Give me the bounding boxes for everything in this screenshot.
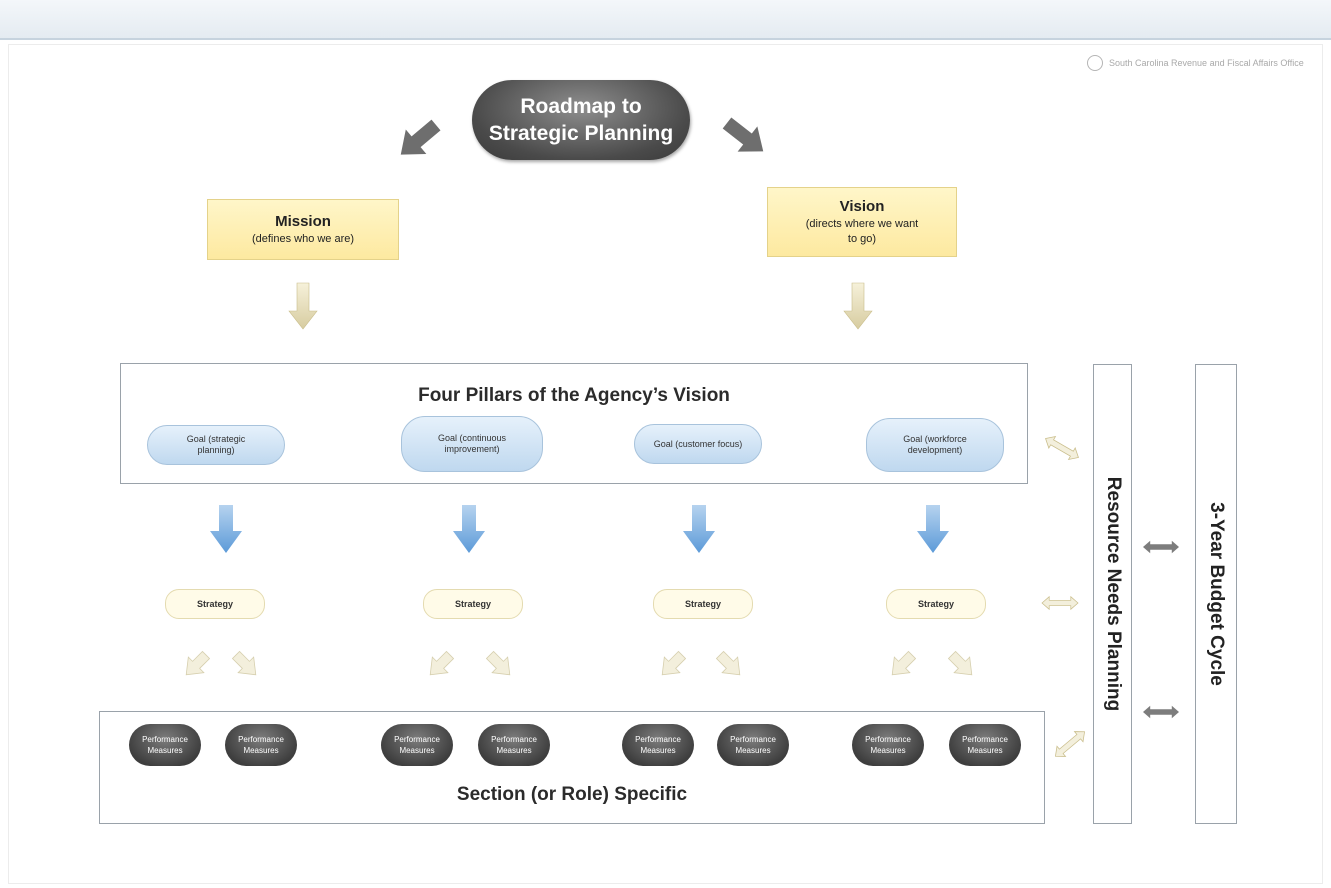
resource-budget-double-arrow <box>1143 540 1179 554</box>
budget-cycle-label: 3-Year Budget Cycle <box>1206 502 1227 686</box>
goal-continuous-improvement: Goal (continuous improvement) <box>401 416 543 472</box>
goal-label: Goal (strategic planning) <box>186 434 246 455</box>
resource-budget-double-arrow <box>1143 705 1179 719</box>
goal-customer-focus: Goal (customer focus) <box>634 424 762 464</box>
pm-label: Performance Measures <box>142 735 188 755</box>
performance-measures-oval: Performance Measures <box>717 724 789 766</box>
page-frame <box>8 44 1323 884</box>
performance-measures-oval: Performance Measures <box>949 724 1021 766</box>
split-arrow <box>177 646 215 684</box>
watermark-text: South Carolina Revenue and Fiscal Affair… <box>1109 58 1304 68</box>
split-arrow <box>227 646 265 684</box>
strategy-pill: Strategy <box>423 589 523 619</box>
watermark: South Carolina Revenue and Fiscal Affair… <box>1087 54 1317 72</box>
pm-label: Performance Measures <box>238 735 284 755</box>
pm-label: Performance Measures <box>865 735 911 755</box>
title-to-mission-arrow <box>390 112 447 167</box>
four-pillars-title: Four Pillars of the Agency’s Vision <box>418 385 730 406</box>
resource-needs-planning-bar: Resource Needs Planning <box>1093 364 1132 824</box>
goal-strategic-planning: Goal (strategic planning) <box>147 425 285 465</box>
pm-label: Performance Measures <box>962 735 1008 755</box>
goal-workforce-development: Goal (workforce development) <box>866 418 1004 472</box>
strategy-pill: Strategy <box>165 589 265 619</box>
title-to-vision-arrow <box>717 110 774 164</box>
vision-subtitle: (directs where we want to go) <box>805 217 919 245</box>
pm-label: Performance Measures <box>394 735 440 755</box>
vision-box: Vision (directs where we want to go) <box>767 187 957 257</box>
pm-label: Performance Measures <box>491 735 537 755</box>
goal3-down-arrow <box>683 505 715 553</box>
mission-down-arrow <box>288 282 318 330</box>
split-arrow <box>481 646 519 684</box>
strategy-pill: Strategy <box>886 589 986 619</box>
split-arrow <box>943 646 981 684</box>
performance-measures-oval: Performance Measures <box>129 724 201 766</box>
top-banner <box>0 0 1331 40</box>
strategy-pill: Strategy <box>653 589 753 619</box>
title-line-2: Strategic Planning <box>488 122 674 145</box>
pm-label: Performance Measures <box>635 735 681 755</box>
title-line-1: Roadmap to <box>520 95 642 118</box>
goal-label: Goal (customer focus) <box>653 438 743 449</box>
goal-label: Goal (workforce development) <box>903 434 967 455</box>
split-arrow <box>653 646 691 684</box>
budget-cycle-bar: 3-Year Budget Cycle <box>1195 364 1237 824</box>
goal2-down-arrow <box>453 505 485 553</box>
mission-box: Mission (defines who we are) <box>207 199 399 260</box>
split-arrow <box>711 646 749 684</box>
goal4-down-arrow <box>917 505 949 553</box>
performance-measures-oval: Performance Measures <box>381 724 453 766</box>
section-resource-double-arrow <box>1050 726 1090 762</box>
seal-icon <box>1087 55 1103 71</box>
vision-down-arrow <box>843 282 873 330</box>
split-arrow <box>883 646 921 684</box>
four-pillars-box: Four Pillars of the Agency’s Vision Goal… <box>120 363 1028 484</box>
strategy-resource-double-arrow <box>1041 596 1079 610</box>
goal-label: Goal (continuous improvement) <box>437 433 507 454</box>
roadmap-title: Roadmap to Strategic Planning <box>472 80 690 160</box>
performance-measures-oval: Performance Measures <box>852 724 924 766</box>
split-arrow <box>421 646 459 684</box>
performance-measures-oval: Performance Measures <box>225 724 297 766</box>
section-specific-box: Performance Measures Performance Measure… <box>99 711 1045 824</box>
section-specific-title: Section (or Role) Specific <box>456 784 688 805</box>
performance-measures-oval: Performance Measures <box>622 724 694 766</box>
pm-label: Performance Measures <box>730 735 776 755</box>
pillar-resource-double-arrow <box>1041 432 1083 464</box>
vision-heading: Vision <box>839 197 885 215</box>
resource-needs-planning-label: Resource Needs Planning <box>1102 476 1124 712</box>
performance-measures-oval: Performance Measures <box>478 724 550 766</box>
goal1-down-arrow <box>210 505 242 553</box>
mission-subtitle: (defines who we are) <box>251 232 355 245</box>
mission-heading: Mission <box>275 212 331 230</box>
